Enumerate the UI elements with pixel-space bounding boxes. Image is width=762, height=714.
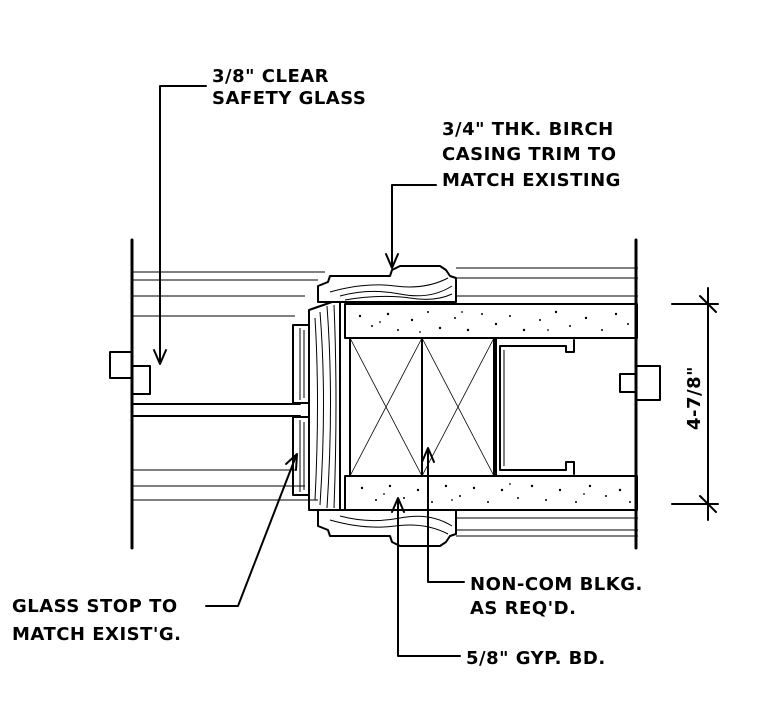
label-glass-stop-line1: GLASS STOP TO — [12, 596, 178, 617]
label-gyp-board: 5/8" GYP. BD. — [466, 648, 606, 669]
gypsum-board-bottom — [344, 475, 638, 511]
leader-casing-trim — [385, 184, 437, 269]
label-glass-stop-line2: MATCH EXIST'G. — [12, 624, 182, 645]
dimension-line: 4-7/8" — [671, 287, 719, 521]
label-blocking-line2: AS REQ'D. — [470, 598, 576, 619]
label-blocking-line1: NON-COM BLKG. — [470, 574, 643, 595]
metal-stud — [495, 337, 575, 477]
label-casing-trim-line3: MATCH EXISTING — [442, 170, 621, 191]
label-safety-glass-line2: SAFETY GLASS — [212, 88, 366, 109]
label-casing-trim-line1: 3/4" THK. BIRCH — [442, 119, 614, 140]
leader-safety-glass — [153, 85, 207, 365]
right-existing-frame — [619, 238, 661, 550]
leader-blocking — [421, 447, 465, 583]
gypsum-stipple-top — [358, 310, 629, 333]
bottom-casing-trim — [317, 509, 638, 547]
leader-glass-stop — [205, 453, 298, 607]
dimension-label: 4-7/8" — [684, 366, 705, 430]
label-casing-trim-line2: CASING TRIM TO — [442, 144, 617, 165]
glass-pane — [131, 403, 301, 417]
gypsum-board-top — [344, 303, 638, 339]
label-safety-glass-line1: 3/8" CLEAR — [212, 66, 329, 87]
blocking — [349, 337, 495, 477]
gypsum-stipple-bottom — [360, 483, 631, 503]
leader-gyp-board — [391, 497, 461, 657]
wood-jamb-block — [308, 301, 341, 511]
top-casing-trim — [317, 265, 638, 303]
